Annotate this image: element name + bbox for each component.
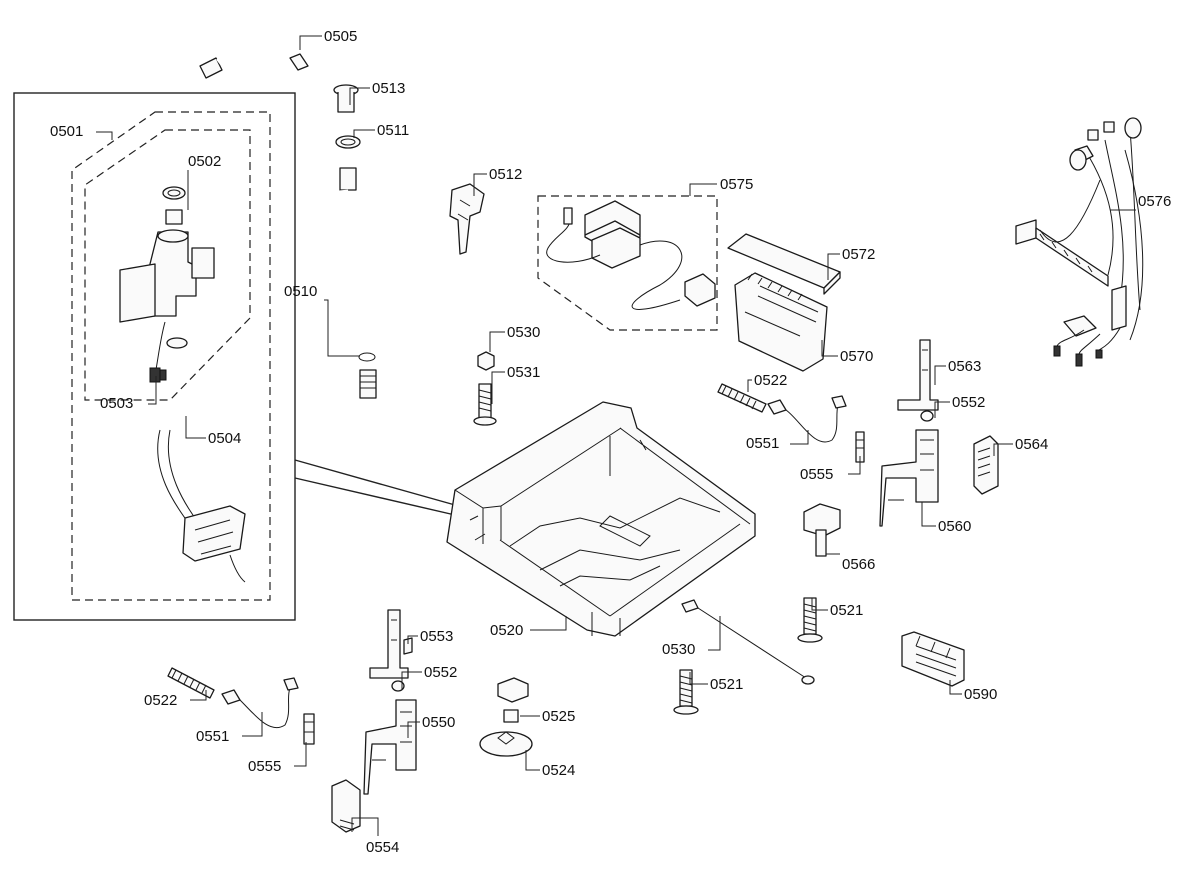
part-labels: 0505 0513 0511 0501 0502 0512 0575 0576 …	[50, 28, 1171, 856]
part-0505-inlet-hose	[199, 44, 309, 79]
label-0512: 0512	[489, 166, 522, 183]
part-0555-clip-lower	[303, 713, 315, 745]
inset-frame	[13, 92, 456, 621]
part-0560-hinge	[879, 429, 939, 527]
part-0552-nut-upper	[920, 410, 934, 422]
part-0576-harness	[1015, 117, 1144, 367]
part-0554-bracket	[331, 779, 361, 833]
part-0564-bracket	[973, 435, 999, 495]
part-0570-tray	[734, 272, 828, 372]
part-0512-clip	[449, 183, 485, 255]
label-0522: 0522	[754, 372, 787, 389]
part-0521-screw-lower	[673, 669, 699, 715]
part-0525-sensor	[497, 677, 529, 723]
label-0504: 0504	[208, 430, 241, 447]
label-0505: 0505	[324, 28, 357, 45]
label-0560: 0560	[938, 518, 971, 535]
label-0555-lower: 0555	[248, 758, 281, 775]
part-0531-screw	[473, 383, 497, 426]
part-0511-clamp	[335, 135, 361, 149]
label-0576: 0576	[1138, 193, 1171, 210]
label-0590: 0590	[964, 686, 997, 703]
label-0531: 0531	[507, 364, 540, 381]
part-0553-bracket	[369, 609, 413, 679]
label-0550: 0550	[422, 714, 455, 731]
label-0563: 0563	[948, 358, 981, 375]
part-0530-rod-lower	[681, 599, 815, 685]
label-0501: 0501	[50, 123, 83, 140]
label-0572: 0572	[842, 246, 875, 263]
part-0572-bar	[727, 233, 841, 295]
part-0502-seal	[162, 186, 186, 225]
label-0570: 0570	[840, 348, 873, 365]
label-0530-lower: 0530	[662, 641, 695, 658]
label-0513: 0513	[372, 80, 405, 97]
part-0575-assembly	[537, 195, 718, 331]
label-0552-lower: 0552	[424, 664, 457, 681]
label-0564: 0564	[1015, 436, 1048, 453]
part-0566-pump	[803, 503, 841, 557]
label-0553: 0553	[420, 628, 453, 645]
label-0511: 0511	[377, 122, 409, 139]
part-0521-screw-right	[797, 597, 823, 643]
part-0551-sensor-upper	[767, 395, 847, 443]
label-0524: 0524	[542, 762, 575, 779]
label-0510: 0510	[284, 283, 317, 300]
label-0530: 0530	[507, 324, 540, 341]
part-0504-hose	[157, 429, 246, 583]
label-0503: 0503	[100, 395, 133, 412]
label-0552: 0552	[952, 394, 985, 411]
label-0554: 0554	[366, 839, 399, 856]
part-0510-drain-hose	[339, 167, 441, 420]
leader-lines	[96, 35, 1136, 836]
label-0551-lower: 0551	[196, 728, 229, 745]
label-0566: 0566	[842, 556, 875, 573]
label-0502: 0502	[188, 153, 221, 170]
part-0555-clip-upper	[855, 431, 865, 463]
part-0563-bracket	[897, 339, 939, 411]
part-0513-sleeve	[333, 84, 359, 113]
part-0522-spring-lower	[167, 667, 215, 699]
part-0530-nut-upper	[477, 351, 495, 371]
part-0550-hinge	[363, 699, 417, 795]
label-0551: 0551	[746, 435, 779, 452]
label-0575: 0575	[720, 176, 753, 193]
part-0524-disc	[479, 731, 533, 757]
label-0522-lower: 0522	[144, 692, 177, 709]
label-0520: 0520	[490, 622, 523, 639]
part-0552-nut-lower	[391, 680, 405, 692]
part-0590-panel	[901, 631, 965, 687]
part-0520-base	[446, 401, 756, 637]
part-0551-sensor-lower	[221, 677, 299, 729]
label-0525: 0525	[542, 708, 575, 725]
part-valve-body	[119, 229, 215, 383]
label-0521: 0521	[830, 602, 863, 619]
part-0522-spring-upper	[717, 383, 767, 413]
label-0555: 0555	[800, 466, 833, 483]
label-0521-lower: 0521	[710, 676, 743, 693]
